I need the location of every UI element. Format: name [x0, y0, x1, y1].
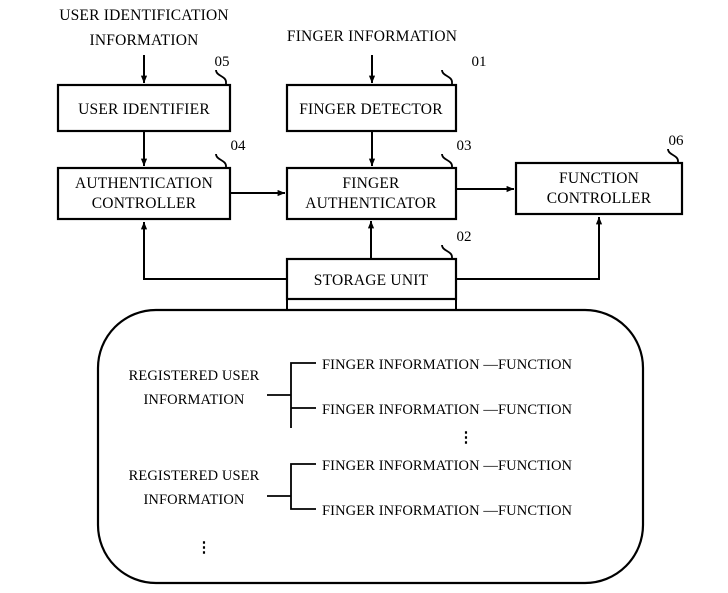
block-storage-unit[interactable]: [285, 257, 458, 301]
block-function-controller-label-line2: CONTROLLER: [547, 190, 652, 207]
block-function-controller-label-line1: FUNCTION: [559, 170, 639, 187]
block-finger-authenticator-label-line2: AUTHENTICATOR: [305, 195, 437, 212]
block-finger-detector-label: FINGER DETECTOR: [299, 101, 443, 118]
storage-contents-container: [96, 308, 645, 585]
ref-leader-04: 04: [215, 138, 247, 168]
ref-leader-03: 03: [441, 138, 472, 168]
ref-number-06: 06: [669, 133, 685, 149]
ref-leader-01: 01: [441, 54, 487, 85]
block-authentication-controller-label-line2: CONTROLLER: [92, 195, 197, 212]
group-2-entry-2: FINGER INFORMATION —FUNCTION: [322, 503, 573, 519]
block-finger-detector[interactable]: [285, 83, 458, 133]
block-authentication-controller[interactable]: [56, 166, 232, 221]
group-label-line1: REGISTERED USER: [129, 468, 260, 484]
group-2-entry-1: FINGER INFORMATION —FUNCTION: [322, 458, 573, 474]
group-1-bracket: [290, 362, 316, 428]
arrow-storage-to-function-controller: [456, 216, 603, 280]
registered-user-group-2: REGISTERED USER INFORMATION FINGER INFOR…: [129, 458, 573, 519]
group-label-line2: INFORMATION: [144, 492, 245, 508]
ref-number-04: 04: [231, 138, 247, 154]
groups-ellipsis: ⋮: [197, 540, 212, 556]
group-2-bracket: [290, 463, 316, 510]
ref-leader-05: 05: [215, 54, 230, 85]
ref-leader-02: 02: [441, 229, 472, 259]
registered-user-group-1: REGISTERED USER INFORMATION FINGER INFOR…: [129, 357, 573, 446]
block-user-identifier-label: USER IDENTIFIER: [78, 101, 210, 118]
ref-number-01: 01: [472, 54, 487, 70]
block-user-identifier[interactable]: [56, 83, 232, 133]
group-label-line2: INFORMATION: [144, 392, 245, 408]
ref-number-02: 02: [457, 229, 472, 245]
arrow-storage-to-auth-controller: [140, 221, 287, 280]
block-storage-unit-label: STORAGE UNIT: [314, 272, 429, 289]
group-1-entries-ellipsis: ⋮: [459, 430, 474, 446]
input-label-user-identification-information: USER IDENTIFICATION INFORMATION: [59, 7, 229, 49]
block-finger-authenticator-label-line1: FINGER: [342, 175, 400, 192]
block-authentication-controller-label-line1: AUTHENTICATION: [75, 175, 213, 192]
input-label-line2: INFORMATION: [90, 32, 199, 49]
ref-number-05: 05: [215, 54, 230, 70]
input-label-line1: USER IDENTIFICATION: [59, 7, 229, 24]
block-function-controller[interactable]: [514, 161, 684, 216]
group-label-line1: REGISTERED USER: [129, 368, 260, 384]
input-label-finger-information: FINGER INFORMATION: [287, 28, 457, 45]
group-1-entry-2: FINGER INFORMATION —FUNCTION: [322, 402, 573, 418]
input-label-line1: FINGER INFORMATION: [287, 28, 457, 45]
group-1-entry-1: FINGER INFORMATION —FUNCTION: [322, 357, 573, 373]
ref-leader-06: 06: [667, 133, 685, 163]
block-finger-authenticator[interactable]: [285, 166, 458, 221]
ref-number-03: 03: [457, 138, 472, 154]
